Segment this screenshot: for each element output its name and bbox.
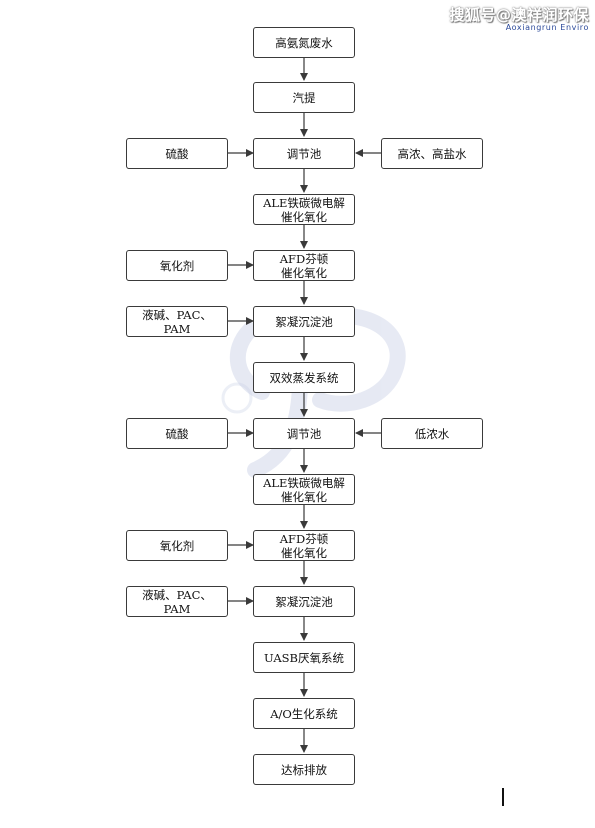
watermark: 搜狐号@澳祥润环保 Aoxiangrun Enviro	[449, 4, 589, 32]
box-ao-biochemical: A/O生化系统	[253, 698, 355, 729]
box-equalization-tank-1: 调节池	[253, 138, 355, 169]
box-oxidant-2: 氧化剂	[126, 530, 228, 561]
box-ammonia-wastewater: 高氨氮废水	[253, 27, 355, 58]
box-uasb-anaerobic: UASB厌氧系统	[253, 642, 355, 673]
watermark-subtitle: Aoxiangrun Enviro	[505, 23, 589, 32]
box-afd-fenton-2: AFD芬顿 催化氧化	[253, 530, 355, 561]
box-high-conc-salt-water: 高浓、高盐水	[381, 138, 483, 169]
box-flocculation-tank-2: 絮凝沉淀池	[253, 586, 355, 617]
box-equalization-tank-2: 调节池	[253, 418, 355, 449]
box-stripping: 汽提	[253, 82, 355, 113]
box-ale-microelectrolysis-2: ALE铁碳微电解 催化氧化	[253, 474, 355, 505]
box-sulfuric-acid-2: 硫酸	[126, 418, 228, 449]
box-sulfuric-acid-1: 硫酸	[126, 138, 228, 169]
watermark-title: 搜狐号@澳祥润环保	[449, 6, 589, 24]
box-flocculation-tank-1: 絮凝沉淀池	[253, 306, 355, 337]
box-oxidant-1: 氧化剂	[126, 250, 228, 281]
box-low-conc-water: 低浓水	[381, 418, 483, 449]
text-cursor	[502, 788, 504, 806]
box-alkali-pac-pam-2: 液碱、PAC、 PAM	[126, 586, 228, 617]
box-ale-microelectrolysis-1: ALE铁碳微电解 催化氧化	[253, 194, 355, 225]
box-double-effect-evaporation: 双效蒸发系统	[253, 362, 355, 393]
box-afd-fenton-1: AFD芬顿 催化氧化	[253, 250, 355, 281]
box-discharge-compliant: 达标排放	[253, 754, 355, 785]
box-alkali-pac-pam-1: 液碱、PAC、 PAM	[126, 306, 228, 337]
